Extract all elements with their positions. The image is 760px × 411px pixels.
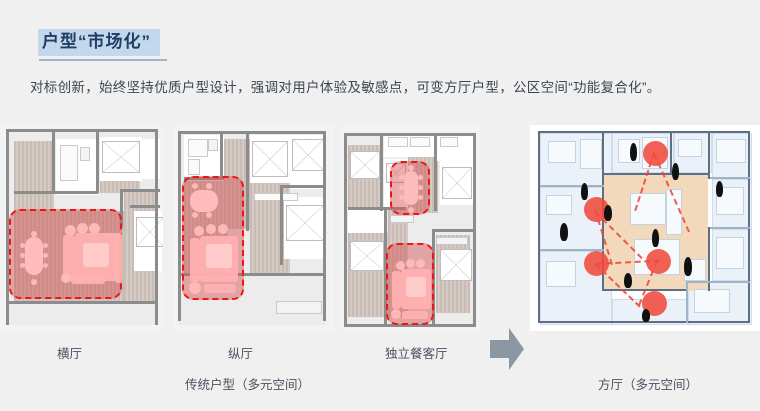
person-figure [652,229,659,247]
highlight-region-living-dining [182,176,244,300]
caption-duli-canketing: 独立餐客厅 [385,347,448,361]
activity-node [646,249,671,274]
activity-node [584,251,609,276]
person-figure [672,163,679,180]
person-figure [581,183,588,200]
caption-zong-ting: 纵厅 [228,347,254,361]
person-figure [684,257,692,276]
floorplan-drawing [538,131,752,325]
floorplan-image-fang-ting[interactable] [530,125,760,331]
floorplan-strip [0,125,760,370]
person-figure [630,143,637,161]
floorplan-image-zong-ting[interactable] [174,125,334,331]
person-figure [624,273,632,288]
right-arrow-icon [490,328,524,370]
activity-node [643,141,668,166]
page-subtitle: 对标创新，始终坚持优质户型设计，强调对用户体验及敏感点，可变方厅户型，公区空间“… [30,80,661,95]
group-caption-traditional: 传统户型（多元空间） [185,378,311,392]
person-figure [716,181,723,197]
caption-heng-ting: 横厅 [57,347,83,361]
person-figure [642,309,650,322]
highlight-region-dining [390,161,430,215]
page-title-block: 户型“市场化” [38,29,167,61]
person-figure [560,223,568,241]
floorplan-image-duli-canketing[interactable] [340,125,480,331]
group-caption-fangting: 方厅（多元空间） [598,378,699,392]
title-underline [39,58,167,61]
highlight-region-living-dining [9,209,122,299]
person-figure [604,205,612,221]
page-title: 户型“市场化” [38,29,160,56]
highlight-region-living [386,243,434,325]
floorplan-image-heng-ting[interactable] [0,125,163,331]
